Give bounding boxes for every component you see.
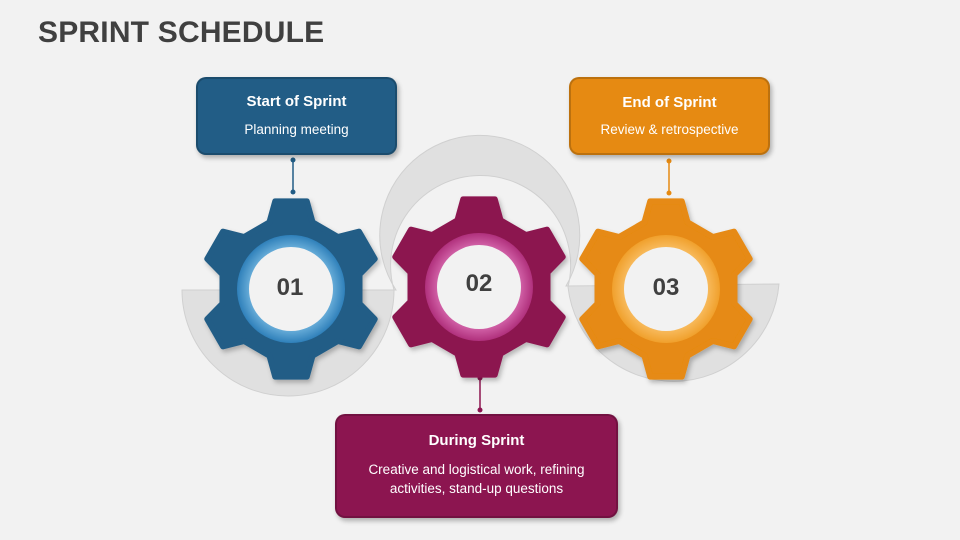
gear-03-center (624, 247, 708, 331)
step-3-text: Review & retrospective (600, 122, 739, 137)
step-3-box: End of Sprint Review & retrospective (569, 77, 770, 155)
step-2-number: 02 (465, 270, 493, 297)
step-2-text: Creative and logistical work, refining a… (368, 462, 585, 496)
step-2-box: During Sprint Creative and logistical wo… (335, 414, 618, 518)
step-1-box: Start of Sprint Planning meeting (196, 77, 397, 155)
step-1-text: Planning meeting (244, 122, 349, 137)
step-1-number: 01 (276, 274, 304, 301)
gear-02-center (437, 245, 521, 329)
connector-3 (666, 158, 672, 196)
step-1-heading: Start of Sprint (246, 93, 347, 110)
page-title: SPRINT SCHEDULE (38, 16, 325, 49)
connector-1 (290, 157, 296, 195)
step-2-heading: During Sprint (428, 432, 525, 449)
step-3-number: 03 (652, 274, 680, 301)
connector-2 (477, 375, 483, 413)
gear-01-center (249, 247, 333, 331)
step-3-heading: End of Sprint (622, 94, 717, 111)
